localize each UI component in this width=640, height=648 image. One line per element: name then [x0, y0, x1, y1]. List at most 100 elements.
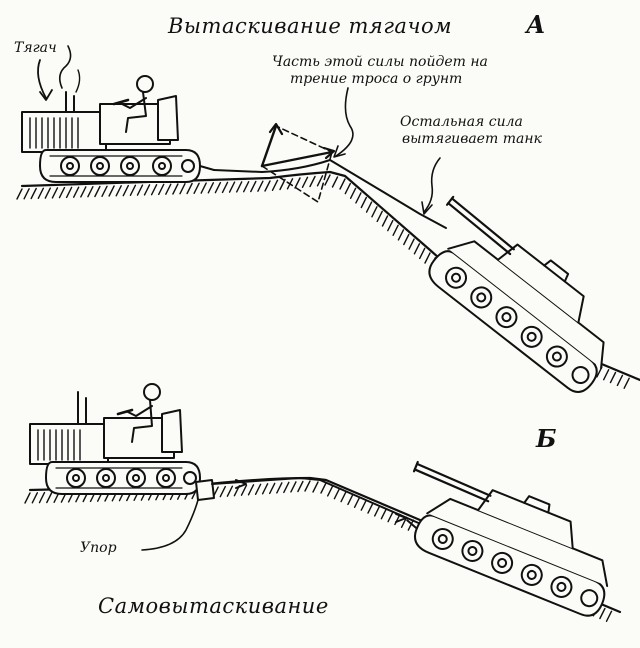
ground-hatch-stroke — [413, 243, 421, 255]
ground-hatch-stroke — [424, 252, 431, 264]
ground-hatch-stroke — [304, 480, 311, 492]
ground-hatch-stroke — [157, 183, 165, 196]
ground-hatch-stroke — [51, 187, 59, 199]
label-rest-line2: вытягивает танк — [402, 131, 542, 147]
label-friction: Часть этой силы пойдет на трение троса о… — [272, 54, 488, 88]
ground-hatch-stroke — [347, 493, 354, 506]
ground-hatch-stroke — [324, 174, 331, 186]
ground-hatch-stroke — [609, 371, 617, 384]
title-tractor-recovery: Вытаскивание тягачом — [168, 14, 453, 38]
ground-hatch-stroke — [108, 185, 115, 197]
ground-hatch-stroke — [376, 210, 383, 223]
ground-hatch-stroke — [271, 179, 279, 192]
label-rest-force: Остальная сила вытягивает танк — [400, 114, 542, 148]
friction-label-arrow — [335, 87, 354, 157]
ground-hatch-stroke — [30, 187, 37, 200]
scene-b — [24, 383, 622, 622]
ground-hatch-stroke — [186, 182, 193, 195]
ground-hatch-stroke — [360, 196, 367, 209]
stop-label-pointer — [141, 499, 199, 551]
ground-hatch-stroke — [309, 175, 316, 188]
label-friction-line2: трение троса о грунт — [290, 71, 463, 87]
ground-hatch-stroke — [65, 186, 73, 199]
ground-hatch-stroke — [371, 206, 378, 218]
ground-hatch-stroke — [247, 484, 255, 496]
tank-b — [406, 460, 609, 617]
ground-hatch-stroke — [257, 180, 264, 192]
ground-hatch-stroke — [403, 233, 410, 246]
tractor-label-arrow — [37, 59, 47, 99]
force-parallelogram — [260, 122, 336, 203]
ground-hatch-stroke — [226, 485, 234, 497]
ground-hatch-stroke — [392, 224, 399, 237]
ground-hatch-stroke — [250, 180, 257, 193]
ground-hatch-stroke — [623, 377, 630, 389]
ground-hatch-stroke — [136, 184, 144, 196]
ground-hatch-stroke — [407, 519, 414, 531]
ground-hatch-stroke — [294, 177, 301, 189]
letter-b: Б — [536, 424, 557, 453]
label-friction-line1: Часть этой силы пойдет на — [272, 54, 488, 70]
tractor-b — [29, 383, 215, 501]
ground-hatch-stroke — [599, 607, 606, 620]
ground-hatch-stroke — [408, 238, 415, 250]
title-self-recovery: Самовытаскивание — [98, 594, 329, 618]
ground-hatch-stroke — [143, 184, 151, 196]
tank-a — [428, 195, 605, 393]
scene-a — [16, 45, 640, 393]
ground-hatch-stroke — [23, 188, 30, 200]
ground-hatch-stroke — [327, 485, 334, 497]
ground-hatch-stroke — [397, 229, 405, 241]
ground-hatch-stroke — [37, 187, 44, 200]
ground-hatch-stroke — [301, 176, 309, 189]
ground-hatch-stroke — [381, 215, 389, 227]
ground-hatch-stroke — [31, 492, 38, 504]
ground-hatch-stroke — [276, 482, 283, 494]
ground-hatch-stroke — [150, 183, 158, 196]
ground-hatch-stroke — [219, 485, 227, 498]
ground-hatch-stroke — [290, 481, 297, 493]
tractor-a — [21, 45, 215, 183]
ground-hatch-stroke — [320, 482, 327, 494]
ground-hatch-stroke — [193, 182, 200, 195]
ground-hatch-stroke — [24, 492, 31, 504]
ground-hatch-stroke — [38, 491, 46, 504]
ground-hatch-stroke — [316, 175, 324, 187]
ground-hatch-stroke — [228, 181, 236, 193]
ground-hatch-stroke — [349, 187, 357, 200]
label-stop: Упор — [80, 540, 117, 556]
ground-hatch-stroke — [297, 480, 304, 493]
ground-hatch-stroke — [242, 180, 250, 193]
ground-hatch-stroke — [616, 374, 624, 387]
ground-hatch-stroke — [115, 185, 122, 197]
ground-hatch-stroke — [72, 186, 80, 198]
ground-hatch-stroke — [355, 192, 362, 204]
ground-hatch-stroke — [312, 481, 319, 493]
ground-hatch-stroke — [129, 184, 137, 197]
ground-hatch-stroke — [207, 182, 215, 194]
ground-hatch-stroke — [333, 488, 341, 500]
ground-hatch-stroke — [380, 508, 388, 520]
ground-hatch-stroke — [340, 490, 347, 503]
ground-hatch-stroke — [214, 181, 222, 194]
ground-hatch-stroke — [374, 505, 381, 517]
rest-label-arrow — [423, 157, 441, 213]
cable-b — [211, 477, 449, 537]
ground-hatch-stroke — [240, 484, 248, 496]
ground-hatch-stroke — [367, 502, 374, 514]
ground-hatch-stroke — [80, 186, 87, 198]
ground-hatch-stroke — [101, 185, 108, 198]
ground-hatch-stroke — [235, 181, 243, 193]
ground-hatch-stroke — [360, 499, 367, 511]
ground-hatch-stroke — [353, 496, 361, 508]
ground-hatch-stroke — [603, 369, 610, 381]
ground-hatch-stroke — [261, 483, 269, 495]
ground-hatch-stroke — [365, 201, 373, 213]
cable-a — [213, 159, 447, 229]
ground-hatch-stroke — [344, 182, 351, 195]
ground-hatch-stroke — [179, 182, 186, 195]
ground-hatch-stroke — [200, 182, 207, 194]
ground-hatch-stroke — [122, 184, 130, 197]
ground-hatch-stroke — [269, 482, 276, 495]
